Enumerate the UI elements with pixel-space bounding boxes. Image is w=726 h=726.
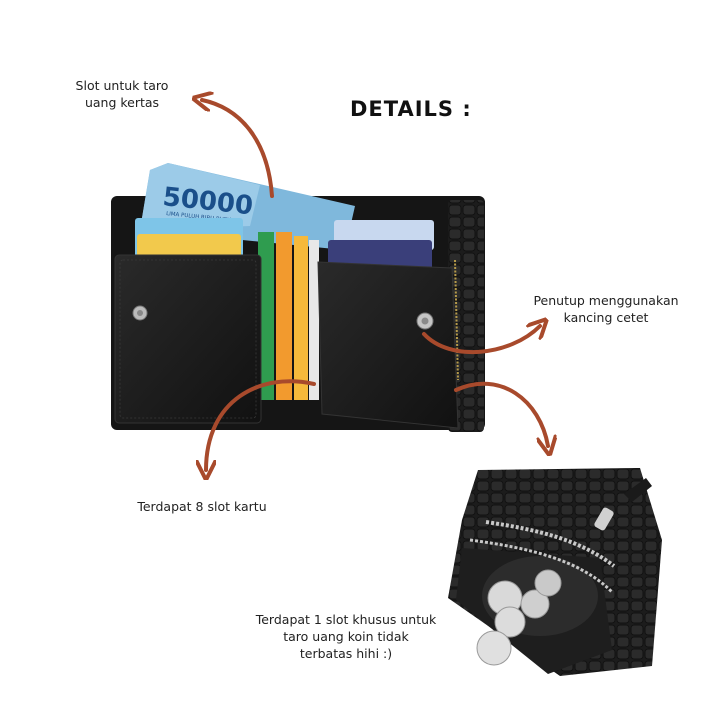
arrow-snap-button xyxy=(422,326,540,355)
arrow-coin-slot xyxy=(454,381,548,446)
card-orange xyxy=(276,232,292,400)
card-white xyxy=(309,240,319,400)
cash-slot-label-line: Slot untuk taro xyxy=(75,78,169,93)
cash-slot-label-line: uang kertas xyxy=(84,95,160,110)
zipper-pull xyxy=(594,507,614,531)
callout-arrows xyxy=(202,100,548,470)
card-green xyxy=(258,232,274,400)
card-slots-label-line: Terdapat 8 slot kartu xyxy=(137,499,267,514)
arrow-cash-slot xyxy=(202,100,274,198)
coin-slot-label-line: terbatas hihi :) xyxy=(299,646,393,661)
card-navy xyxy=(328,240,432,270)
snap-button-label-line: Penutup menggunakan xyxy=(533,293,679,308)
wallet-right-edge xyxy=(448,200,484,432)
coin-slot-label: Terdapat 1 slot khusus untuk taro uang k… xyxy=(244,611,448,662)
snap-button-label: Penutup menggunakan kancing cetet xyxy=(518,292,694,326)
coin-slot-label-line: taro uang koin tidak xyxy=(283,629,409,644)
card-slots-label: Terdapat 8 slot kartu xyxy=(118,498,286,515)
zipper xyxy=(485,520,616,568)
arrow-card-slots xyxy=(206,379,316,470)
page-title: DETAILS : xyxy=(350,97,472,121)
right-pocket xyxy=(317,261,459,429)
snap-button-label-line: kancing cetet xyxy=(563,310,649,325)
cash-slot-label: Slot untuk taro uang kertas xyxy=(62,77,182,111)
open-wallet: 50000 LIMA PULUH RIBU RUPIAH xyxy=(111,163,485,432)
coin xyxy=(494,606,526,638)
coin xyxy=(476,630,512,666)
coin-pouch-wallet xyxy=(448,468,662,676)
coin-slot-label-line: Terdapat 1 slot khusus untuk xyxy=(255,612,437,627)
card-amber xyxy=(294,236,308,400)
coin xyxy=(520,589,550,619)
left-pocket xyxy=(114,254,262,424)
coin xyxy=(534,569,562,597)
